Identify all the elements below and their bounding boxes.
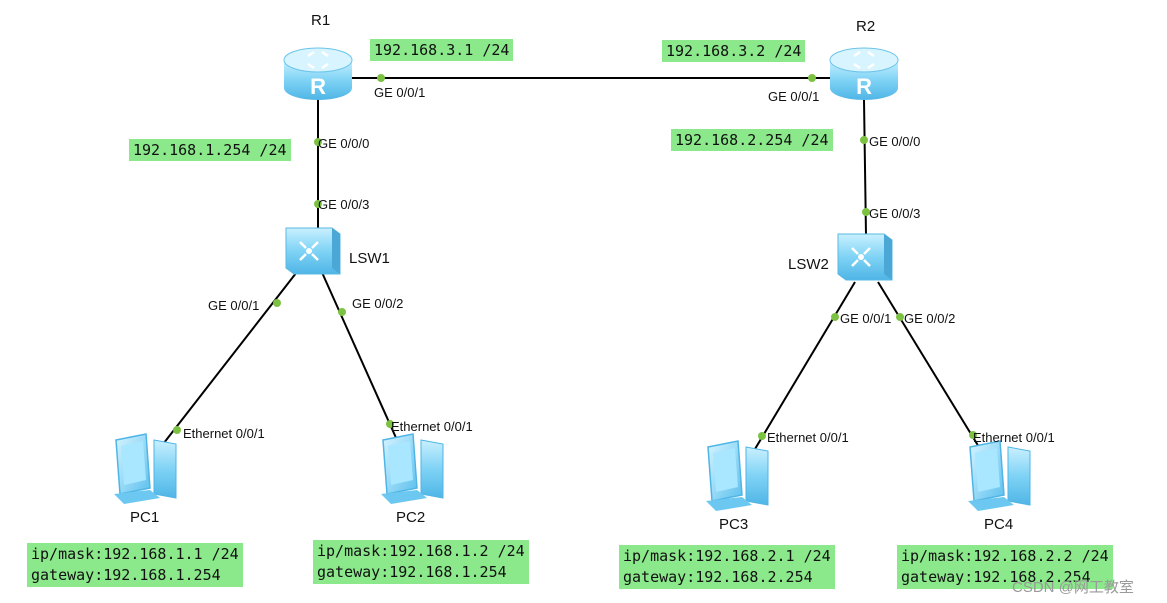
port-label-lsw1-g003: GE 0/0/3 [318,197,370,212]
device-label-lsw1: LSW1 [349,250,390,267]
device-label-pc1: PC1 [130,509,160,526]
switch-lsw2-icon[interactable] [837,233,893,281]
port-label-lsw2-g003: GE 0/0/3 [869,206,921,221]
pc1-gateway: gateway:192.168.1.254 [31,566,221,584]
port-dot-pc1-eth [173,426,181,434]
ip-label-r1-g001: 192.168.3.1 /24 [370,39,514,61]
port-dot-pc2-eth [386,420,394,428]
device-label-pc4: PC4 [984,516,1014,533]
port-label-lsw1-g002: GE 0/0/2 [352,296,404,311]
link-lsw2-pc4 [877,281,983,453]
port-label-pc2-eth: Ethernet 0/0/1 [391,419,473,434]
port-dot-lsw2-g003 [862,208,870,216]
port-label-pc4-eth: Ethernet 0/0/1 [973,430,1055,445]
port-label-pc1-eth: Ethernet 0/0/1 [183,426,265,441]
svg-text:R: R [856,74,872,99]
svg-text:R: R [310,74,326,99]
port-label-lsw2-g001: GE 0/0/1 [840,311,892,326]
device-label-r2: R2 [856,18,876,35]
port-dot-pc4-eth [969,431,977,439]
ip-label-r1-g000: 192.168.1.254 /24 [129,139,291,161]
pc4-icon[interactable] [968,440,1031,511]
router-r1-icon[interactable]: R [283,47,353,100]
device-label-pc2: PC2 [396,509,426,526]
device-label-lsw2: LSW2 [788,256,829,273]
pc3-icon[interactable] [706,440,769,511]
link-lsw1-pc2 [319,267,398,441]
port-dots [173,74,977,440]
port-dot-lsw1-g002 [338,308,346,316]
pc2-config-box: ip/mask:192.168.1.2 /24 gateway:192.168.… [313,540,529,584]
pc1-icon[interactable] [114,433,177,504]
link-lsw1-pc1 [159,267,301,449]
port-dot-lsw1-g001 [273,299,281,307]
port-dot-r2-g000 [860,136,868,144]
port-label-r1-g000: GE 0/0/0 [318,136,370,151]
port-label-lsw2-g002: GE 0/0/2 [904,311,956,326]
pc1-config-box: ip/mask:192.168.1.1 /24 gateway:192.168.… [27,543,243,587]
pc3-ipmask: ip/mask:192.168.2.1 /24 [623,547,831,565]
pc4-gateway: gateway:192.168.2.254 [901,568,1091,586]
port-dot-r1-g001 [377,74,385,82]
pc4-ipmask: ip/mask:192.168.2.2 /24 [901,547,1109,565]
port-dot-r1-g000 [314,138,322,146]
pc2-icon[interactable] [381,433,444,504]
port-dot-lsw1-g003 [314,200,322,208]
switch-lsw1-icon[interactable] [285,227,341,275]
ip-label-r2-g001: 192.168.3.2 /24 [662,40,806,62]
link-lsw2-pc3 [751,281,856,455]
port-dot-lsw2-g002 [896,313,904,321]
pc2-gateway: gateway:192.168.1.254 [317,563,507,581]
pc1-ipmask: ip/mask:192.168.1.1 /24 [31,545,239,563]
port-label-r1-g001: GE 0/0/1 [374,85,426,100]
port-label-lsw1-g001: GE 0/0/1 [208,298,260,313]
port-label-r2-g001: GE 0/0/1 [768,89,820,104]
port-dot-r2-g001 [808,74,816,82]
router-r2-icon[interactable]: R [829,47,899,100]
pc3-gateway: gateway:192.168.2.254 [623,568,813,586]
port-dot-lsw2-g001 [831,313,839,321]
device-label-r1: R1 [311,12,331,29]
port-dot-pc3-eth [758,432,766,440]
port-label-r2-g000: GE 0/0/0 [869,134,921,149]
pc2-ipmask: ip/mask:192.168.1.2 /24 [317,542,525,560]
ip-label-r2-g000: 192.168.2.254 /24 [671,129,833,151]
pc3-config-box: ip/mask:192.168.2.1 /24 gateway:192.168.… [619,545,835,589]
pc4-config-box: ip/mask:192.168.2.2 /24 gateway:192.168.… [897,545,1113,589]
port-label-pc3-eth: Ethernet 0/0/1 [767,430,849,445]
watermark: CSDN @网工教室 [1012,579,1134,596]
device-label-pc3: PC3 [719,516,749,533]
